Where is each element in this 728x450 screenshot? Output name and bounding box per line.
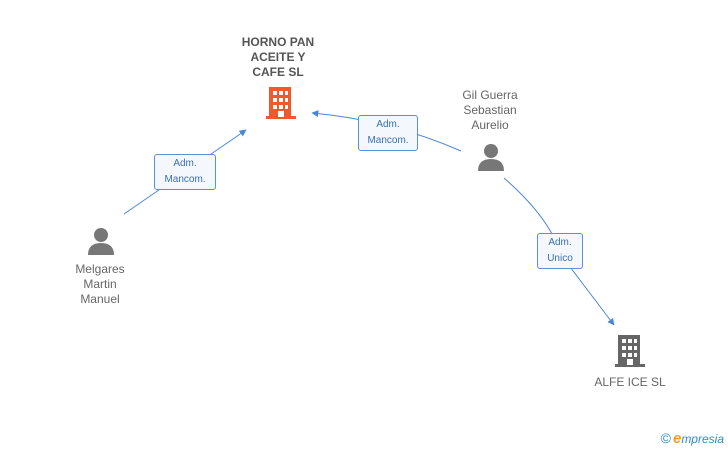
node-label-gil: Gil Guerra Sebastian Aurelio — [462, 88, 518, 132]
building-icon[interactable] — [265, 85, 297, 121]
brand-name: mpresia — [681, 432, 724, 446]
node-label-melgares: Melgares Martin Manuel — [75, 262, 125, 306]
edge-label-gil-alfe[interactable]: Adm. Unico — [537, 233, 583, 269]
brand-initial: e — [672, 430, 682, 447]
edge-label-gil-horno[interactable]: Adm. Mancom. — [358, 115, 418, 151]
person-icon[interactable] — [476, 142, 506, 172]
brand-logo: ©empresia — [661, 430, 724, 447]
building-icon[interactable] — [614, 333, 646, 369]
node-label-alfe: ALFE ICE SL — [594, 375, 666, 389]
person-icon[interactable] — [86, 226, 116, 256]
copyright-symbol: © — [660, 430, 671, 446]
node-label-horno: HORNO PAN ACEITE Y CAFE SL — [241, 35, 315, 79]
edge-label-melgares-horno[interactable]: Adm. Mancom. — [154, 154, 216, 190]
